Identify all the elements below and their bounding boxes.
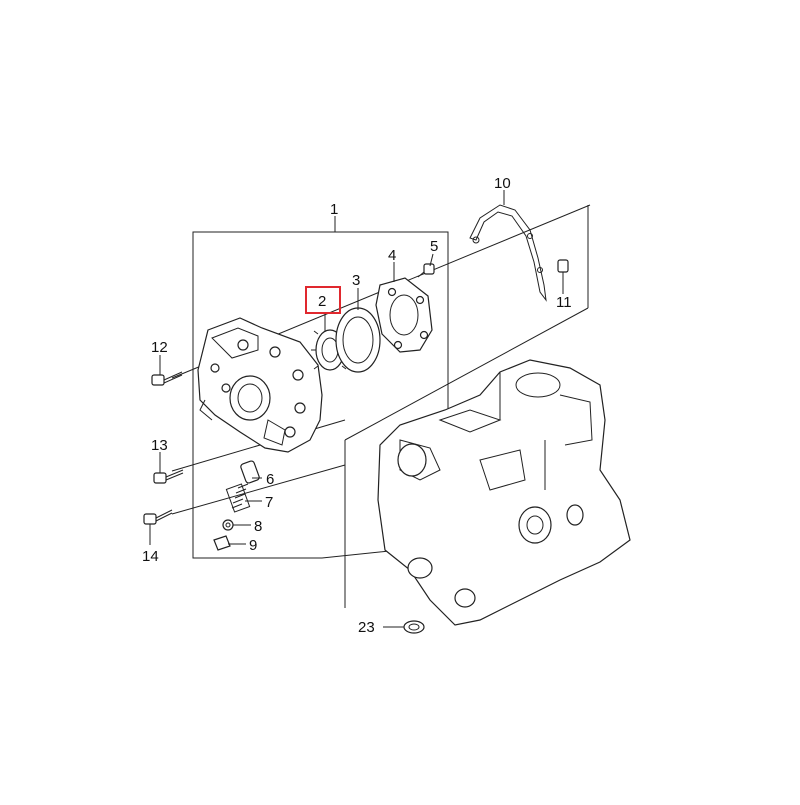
callout-highlight-box — [305, 286, 341, 314]
callout-1: 1 — [330, 201, 338, 218]
callout-10: 10 — [494, 175, 511, 192]
callout-2: 2 — [318, 293, 326, 310]
callout-14: 14 — [142, 548, 159, 565]
outer-gear-part — [335, 307, 381, 373]
callout-8: 8 — [254, 518, 262, 535]
relief-valve-washer — [222, 519, 234, 531]
callout-3: 3 — [352, 272, 360, 289]
callout-4: 4 — [388, 247, 396, 264]
callout-labels: 1 2 3 4 5 6 7 8 9 10 11 12 13 14 23 — [142, 175, 572, 636]
relief-valve-spring — [225, 483, 251, 513]
pump-cover-part — [375, 277, 433, 353]
callout-13: 13 — [151, 437, 168, 454]
callout-5: 5 — [430, 238, 438, 255]
engine-plane-frame — [344, 205, 589, 608]
callout-9: 9 — [249, 537, 257, 554]
bolt-12 — [151, 371, 183, 386]
oil-pump-body — [197, 317, 323, 453]
engine-block — [377, 359, 631, 626]
callout-23: 23 — [358, 619, 375, 636]
callout-6: 6 — [266, 471, 274, 488]
bolt-14 — [143, 509, 173, 525]
callout-12: 12 — [151, 339, 168, 356]
relief-valve-plunger — [240, 460, 260, 484]
callout-7: 7 — [265, 494, 273, 511]
cover-gasket-part — [469, 204, 547, 302]
dowel-pin-part — [557, 259, 569, 273]
leader-lines — [149, 190, 564, 628]
relief-valve-plug — [213, 535, 231, 551]
seal-ring-part — [403, 620, 425, 634]
bolt-13 — [153, 469, 184, 484]
cover-screw-part — [417, 263, 435, 278]
callout-11: 11 — [556, 294, 572, 311]
